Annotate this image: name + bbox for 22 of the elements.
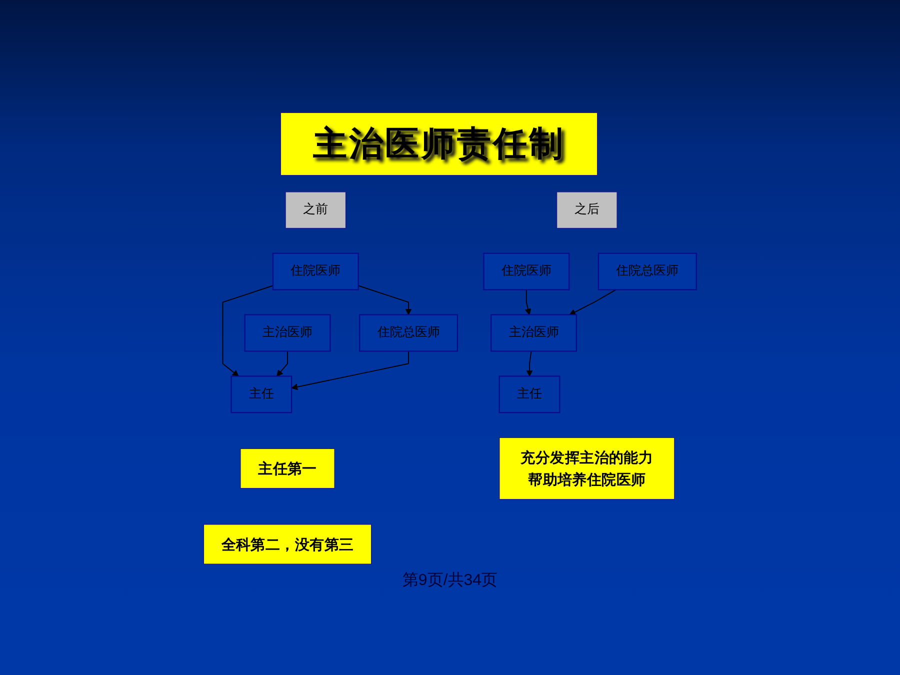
node-box: 充分发挥主治的能力帮助培养住院医师: [499, 437, 675, 500]
title-banner: 主治医师责任制: [280, 112, 598, 176]
node-box: 住院总医师: [598, 252, 697, 290]
node-box: 主任: [498, 376, 560, 414]
node-box: 住院医师: [483, 252, 570, 290]
arrow: [524, 289, 532, 316]
node-box: 主治医师: [244, 314, 331, 352]
node-box: 住院总医师: [359, 314, 458, 352]
arrow: [291, 350, 409, 390]
node-box: 全科第二，没有第三: [203, 524, 372, 564]
node-box: 主任第一: [240, 448, 335, 489]
arrow: [358, 285, 412, 316]
arrow: [222, 285, 274, 376]
node-box: 之前: [285, 192, 346, 229]
node-box: 之后: [556, 192, 618, 229]
page-number: 第9页/共34页: [402, 572, 498, 589]
node-box: 主治医师: [490, 314, 577, 352]
node-box: 主任: [230, 376, 292, 414]
arrow: [276, 350, 288, 376]
arrow: [526, 350, 533, 376]
node-box: 住院医师: [272, 252, 359, 290]
arrow: [569, 289, 616, 316]
